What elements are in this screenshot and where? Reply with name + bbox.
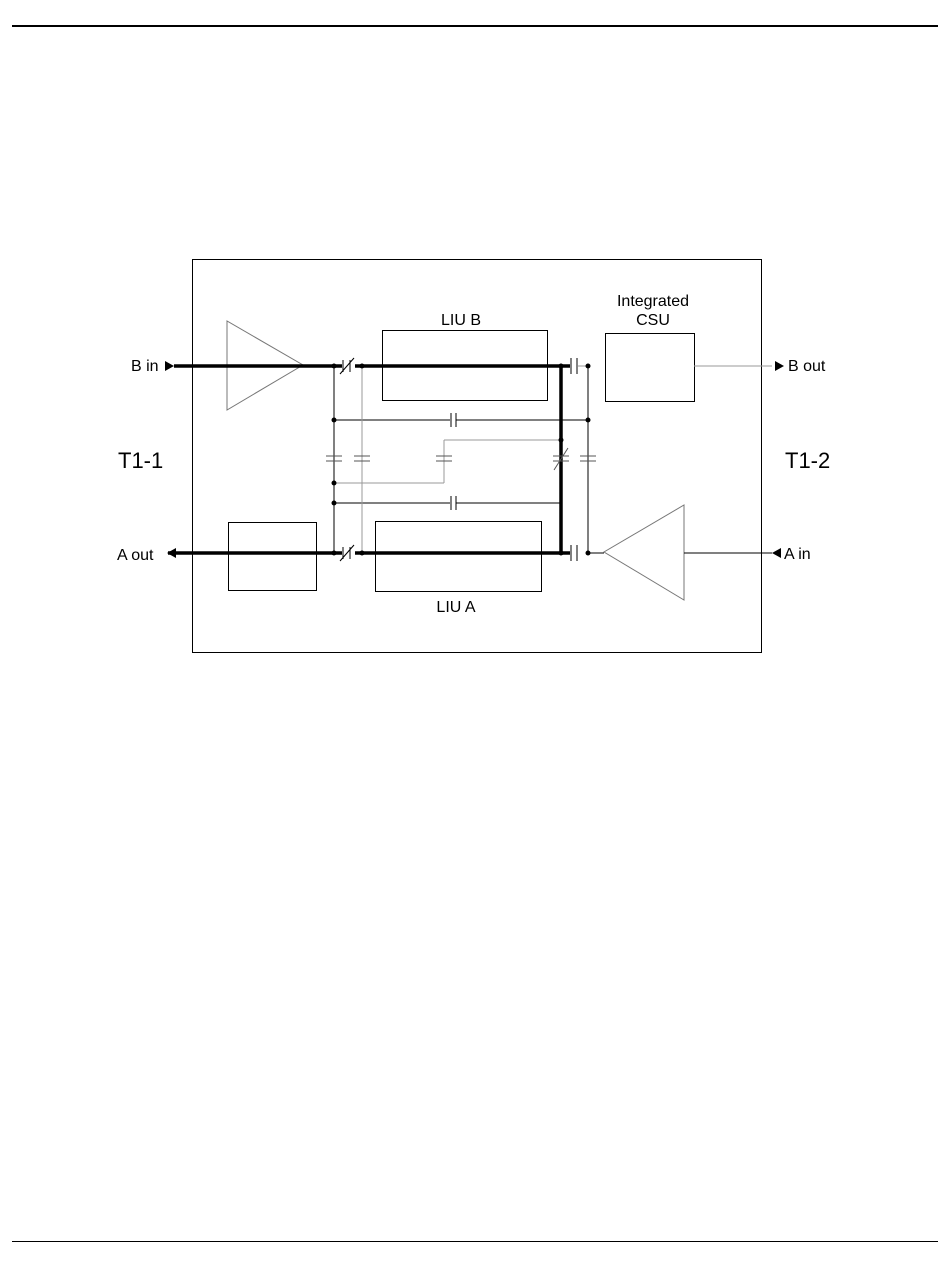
a-in-label: A in bbox=[784, 546, 811, 563]
a-out-arrow bbox=[167, 548, 176, 558]
a-in-arrow bbox=[772, 548, 781, 558]
liu-b-label: LIU B bbox=[441, 312, 481, 329]
t1-2-label: T1-2 bbox=[785, 448, 830, 473]
csu-label-line2: CSU bbox=[636, 312, 670, 329]
b-in-label: B in bbox=[131, 358, 159, 375]
relay-contacts-vertical bbox=[326, 448, 596, 470]
liu-a-block bbox=[376, 522, 542, 592]
liu-a-label: LIU A bbox=[436, 599, 475, 616]
b-out-arrow bbox=[775, 361, 784, 371]
b-out-label: B out bbox=[788, 358, 826, 375]
footer-rule bbox=[12, 1241, 938, 1242]
a-in-amplifier bbox=[604, 505, 684, 600]
b-in-arrow bbox=[165, 361, 174, 371]
csu-block bbox=[606, 334, 695, 402]
t1-1-label: T1-1 bbox=[118, 448, 163, 473]
csu-label-line1: Integrated bbox=[617, 293, 689, 310]
left-lower-block bbox=[229, 523, 317, 591]
a-out-label: A out bbox=[117, 547, 154, 564]
